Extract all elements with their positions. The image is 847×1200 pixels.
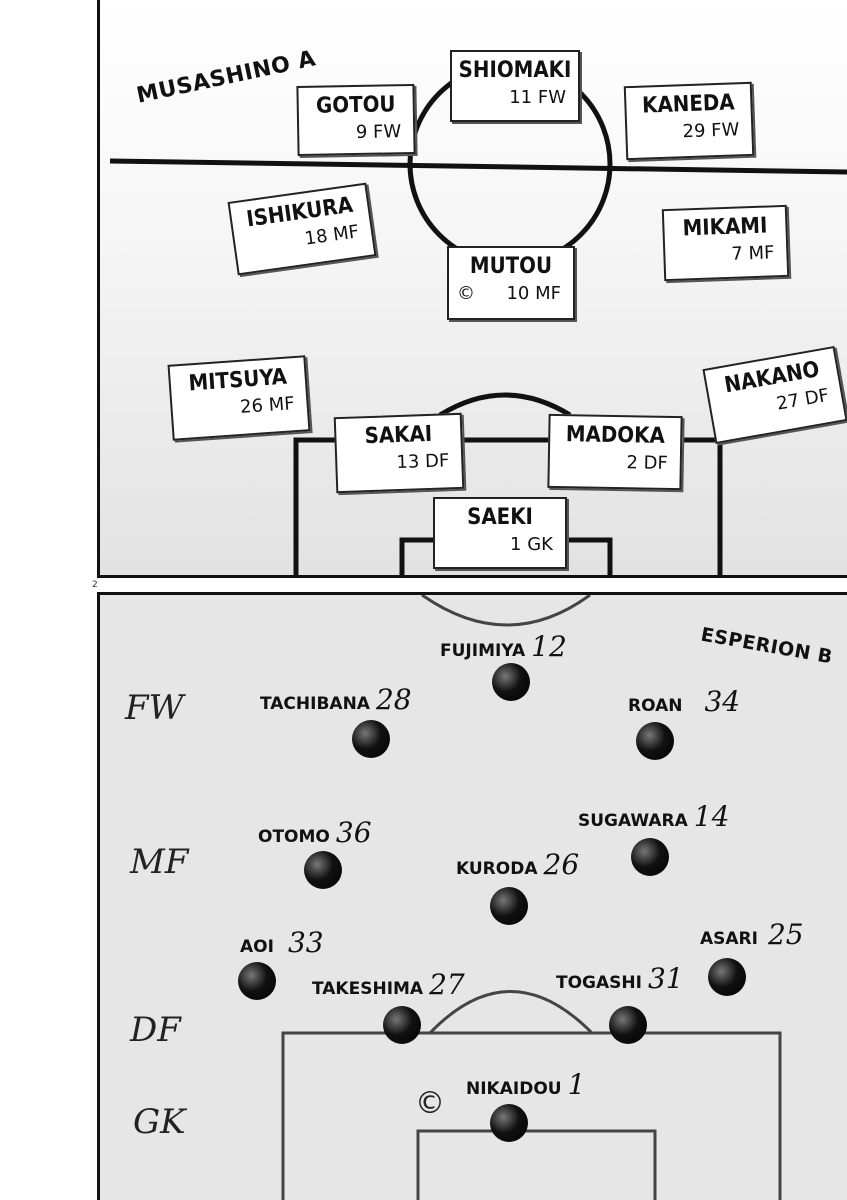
player-number-position: 2 DF <box>626 452 668 474</box>
player-card-saeki: SAEKI 1 GK <box>433 497 567 569</box>
player-name: KANEDA <box>641 90 736 119</box>
player-dot-kuroda <box>490 887 528 925</box>
player-dot-nikaidou <box>490 1104 528 1142</box>
player-dot-otomo <box>304 851 342 889</box>
player-dot-aoi <box>238 962 276 1000</box>
player-dot-roan <box>636 722 674 760</box>
player-dot-togashi <box>609 1006 647 1044</box>
player-card-sakai: SAKAI 13 DF <box>333 412 465 494</box>
pitch-lines-bottom <box>281 595 782 1200</box>
player-card-mitsuya: MITSUYA 26 MF <box>167 355 311 441</box>
player-card-mutou: MUTOU ©10 MF <box>447 246 575 320</box>
player-name: SHIOMAKI <box>458 58 572 83</box>
player-card-kaneda: KANEDA 29 FW <box>623 81 755 161</box>
player-card-gotou: GOTOU 9 FW <box>296 83 416 157</box>
player-name: MITSUYA <box>187 364 288 397</box>
player-dot-tachibana <box>352 720 390 758</box>
player-name: SAEKI <box>467 505 533 530</box>
position-label-df: DF <box>130 1010 181 1050</box>
captain-mark-icon: © <box>415 1086 445 1121</box>
player-name: SAKAI <box>364 421 433 450</box>
player-number-position: 11 FW <box>509 87 566 108</box>
player-number-position: ©10 MF <box>457 283 561 304</box>
player-name: MUTOU <box>469 254 553 279</box>
player-name: GOTOU <box>315 92 396 119</box>
esperion-formation-panel <box>97 592 847 1200</box>
page-number: 2 <box>92 580 98 590</box>
player-dot-asari <box>708 958 746 996</box>
position-label-gk: GK <box>133 1102 186 1142</box>
position-label-fw: FW <box>125 688 184 728</box>
position-label-mf: MF <box>130 842 189 882</box>
player-number-position: 1 GK <box>510 534 553 555</box>
player-number-position: 7 MF <box>730 242 775 265</box>
player-card-shiomaki: SHIOMAKI 11 FW <box>450 50 580 122</box>
player-number-position: 13 DF <box>396 450 450 474</box>
player-card-mikami: MIKAMI 7 MF <box>661 204 790 282</box>
player-name: MADOKA <box>565 422 665 449</box>
captain-mark-icon: © <box>457 283 475 304</box>
player-dot-takeshima <box>383 1006 421 1044</box>
player-number-position: 26 MF <box>239 393 296 418</box>
player-dot-sugawara <box>631 838 669 876</box>
player-card-madoka: MADOKA 2 DF <box>547 413 683 491</box>
player-dot-fujimiya <box>492 663 530 701</box>
player-number-position: 29 FW <box>682 119 740 143</box>
player-name: MIKAMI <box>682 213 768 242</box>
player-number-position: 9 FW <box>355 121 402 144</box>
